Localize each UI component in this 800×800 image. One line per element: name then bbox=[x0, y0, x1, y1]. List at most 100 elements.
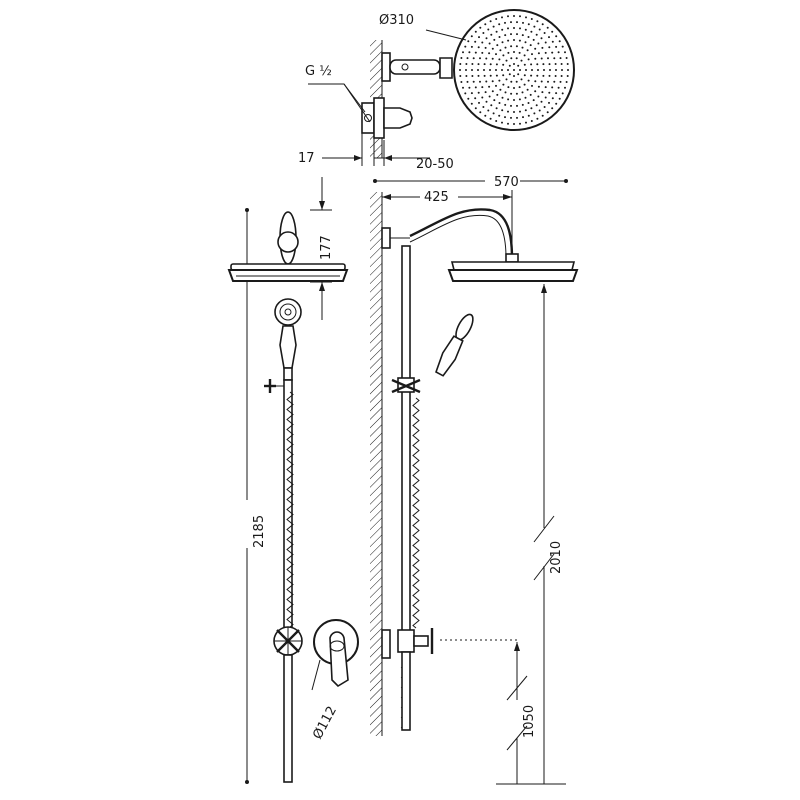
nozzle-dot bbox=[540, 80, 543, 83]
nozzle-dot bbox=[513, 111, 515, 113]
nozzle-dot bbox=[477, 46, 480, 49]
nozzle-dot bbox=[553, 57, 556, 60]
nozzle-dot bbox=[527, 58, 530, 61]
nozzle-dot bbox=[471, 75, 474, 77]
nozzle-dot bbox=[535, 104, 538, 107]
nozzle-dot bbox=[525, 121, 527, 124]
nozzle-dot bbox=[481, 51, 484, 54]
nozzle-dot bbox=[499, 49, 502, 52]
nozzle-dot bbox=[559, 57, 562, 60]
nozzle-dot bbox=[493, 38, 496, 41]
nozzle-dot bbox=[492, 25, 495, 28]
nozzle-dot bbox=[548, 101, 550, 104]
nozzle-dot bbox=[510, 33, 512, 36]
nozzle-dot bbox=[518, 51, 521, 54]
nozzle-dot bbox=[543, 106, 546, 108]
nozzle-dot bbox=[530, 107, 533, 110]
overall-height-label: 2185 bbox=[252, 515, 267, 548]
nozzle-dot bbox=[513, 87, 515, 89]
nozzle-dot bbox=[543, 69, 545, 71]
nozzle-dot bbox=[459, 69, 461, 71]
nozzle-dot bbox=[536, 74, 539, 77]
nozzle-dot bbox=[495, 120, 498, 122]
nozzle-dot bbox=[487, 109, 490, 112]
nozzle-dot bbox=[474, 107, 477, 110]
mixer-height-label: 1050 bbox=[522, 705, 537, 738]
nozzle-dot bbox=[567, 69, 569, 71]
nozzle-dot bbox=[536, 117, 539, 120]
nozzle-dot bbox=[536, 20, 539, 23]
nozzle-dot bbox=[519, 27, 521, 30]
nozzle-dot bbox=[488, 85, 491, 88]
nozzle-dot bbox=[490, 104, 493, 107]
nozzle-dot bbox=[489, 69, 491, 71]
nozzle-dot bbox=[477, 74, 480, 77]
nozzle-dot bbox=[468, 51, 471, 54]
nozzle-dot bbox=[491, 90, 494, 93]
nozzle-dot bbox=[513, 63, 515, 65]
nozzle-dot bbox=[507, 39, 510, 42]
nozzle-dot bbox=[510, 45, 513, 48]
nozzle-dot bbox=[515, 92, 518, 95]
nozzle-dot bbox=[482, 106, 485, 108]
escutcheon-diameter-label: Ø112 bbox=[310, 704, 340, 742]
nozzle-dot bbox=[485, 57, 488, 60]
nozzle-dot bbox=[465, 69, 467, 71]
nozzle-dot bbox=[533, 112, 536, 115]
nozzle-dot bbox=[492, 112, 495, 115]
nozzle-dot bbox=[555, 35, 558, 38]
nozzle-dot bbox=[501, 16, 503, 19]
nozzle-dot bbox=[523, 74, 526, 77]
nozzle-dot bbox=[501, 96, 504, 99]
nozzle-dot bbox=[466, 80, 469, 83]
nozzle-dot bbox=[564, 51, 566, 54]
nozzle-dot bbox=[474, 97, 477, 100]
nozzle-dot bbox=[502, 54, 505, 57]
nozzle-dot bbox=[485, 37, 488, 40]
nozzle-dot bbox=[489, 20, 492, 23]
nozzle-dot bbox=[510, 21, 512, 24]
nozzle-dot bbox=[548, 46, 551, 49]
nozzle-dot bbox=[460, 81, 463, 83]
nozzle-dot bbox=[519, 110, 521, 113]
nozzle-dot bbox=[465, 63, 468, 65]
nozzle-dot bbox=[488, 95, 491, 98]
arm-projection-label: 425 bbox=[424, 190, 449, 205]
nozzle-dot bbox=[541, 91, 544, 94]
wall-offset-dimension bbox=[322, 130, 430, 166]
nozzle-dot bbox=[557, 86, 560, 89]
nozzle-dot bbox=[542, 63, 545, 66]
nozzle-dot bbox=[470, 102, 473, 105]
nozzle-dot bbox=[541, 46, 544, 49]
nozzle-dot bbox=[546, 111, 549, 114]
nozzle-dot bbox=[541, 114, 544, 117]
nozzle-dot bbox=[478, 101, 480, 104]
nozzle-dot bbox=[488, 42, 491, 45]
nozzle-dot bbox=[515, 57, 518, 60]
nozzle-dot bbox=[525, 16, 527, 19]
nozzle-dot bbox=[534, 47, 537, 50]
nozzle-dot bbox=[507, 27, 509, 30]
nozzle-dot bbox=[489, 74, 492, 77]
nozzle-dot bbox=[540, 57, 543, 60]
nozzle-dot bbox=[549, 69, 551, 71]
nozzle-dot bbox=[498, 114, 501, 117]
nozzle-dot bbox=[479, 26, 482, 29]
nozzle-dot bbox=[499, 88, 502, 91]
nozzle-dot bbox=[530, 18, 533, 20]
nozzle-dot bbox=[559, 80, 562, 83]
nozzle-pattern bbox=[459, 15, 569, 125]
nozzle-dot bbox=[470, 45, 473, 48]
nozzle-dot bbox=[502, 83, 505, 86]
nozzle-dot bbox=[543, 32, 546, 34]
nozzle-dot bbox=[526, 88, 529, 91]
nozzle-dot bbox=[468, 86, 471, 89]
nozzle-dot bbox=[479, 57, 481, 60]
nozzle-dot bbox=[558, 40, 561, 43]
nozzle-dot bbox=[498, 79, 501, 82]
nozzle-dot bbox=[554, 63, 557, 65]
arm-adjust-label: 20-50 bbox=[416, 157, 454, 172]
nozzle-dot bbox=[521, 103, 524, 106]
nozzle-dot bbox=[544, 51, 547, 54]
nozzle-dot bbox=[538, 28, 541, 31]
